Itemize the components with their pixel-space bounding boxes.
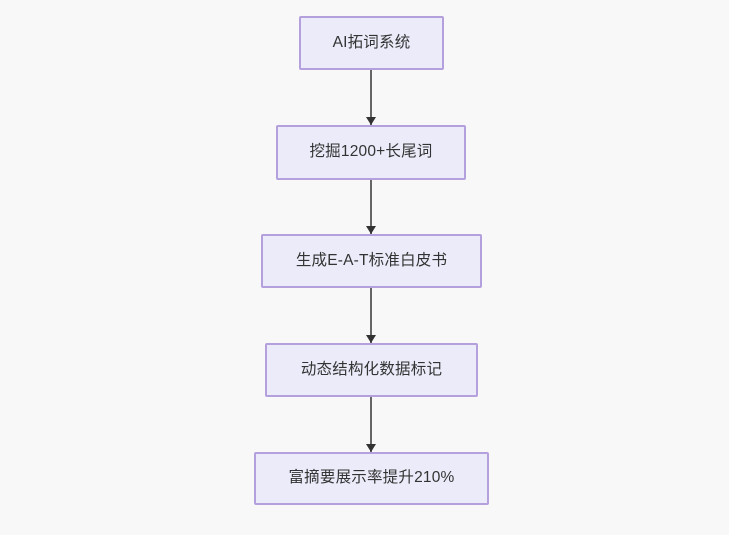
arrow-head-icon [366, 226, 376, 234]
arrow-head-icon [366, 335, 376, 343]
flow-node-label: 动态结构化数据标记 [300, 360, 443, 378]
edge-line [370, 70, 372, 125]
flow-node-label: 挖掘1200+长尾词 [309, 143, 433, 161]
flow-node-1[interactable]: AI拓词系统 [299, 16, 444, 70]
edge-line [370, 288, 372, 343]
flow-node-2[interactable]: 挖掘1200+长尾词 [276, 125, 466, 180]
edge-line [370, 180, 372, 234]
flow-node-label: 富摘要展示率提升210% [288, 469, 455, 487]
flow-node-3[interactable]: 生成E-A-T标准白皮书 [261, 234, 482, 288]
edge-line [370, 397, 372, 452]
flow-node-4[interactable]: 动态结构化数据标记 [265, 343, 478, 397]
arrow-head-icon [366, 117, 376, 125]
arrow-head-icon [366, 444, 376, 452]
flow-node-5[interactable]: 富摘要展示率提升210% [254, 452, 489, 505]
flow-node-label: 生成E-A-T标准白皮书 [295, 251, 448, 269]
flow-node-label: AI拓词系统 [332, 33, 411, 51]
